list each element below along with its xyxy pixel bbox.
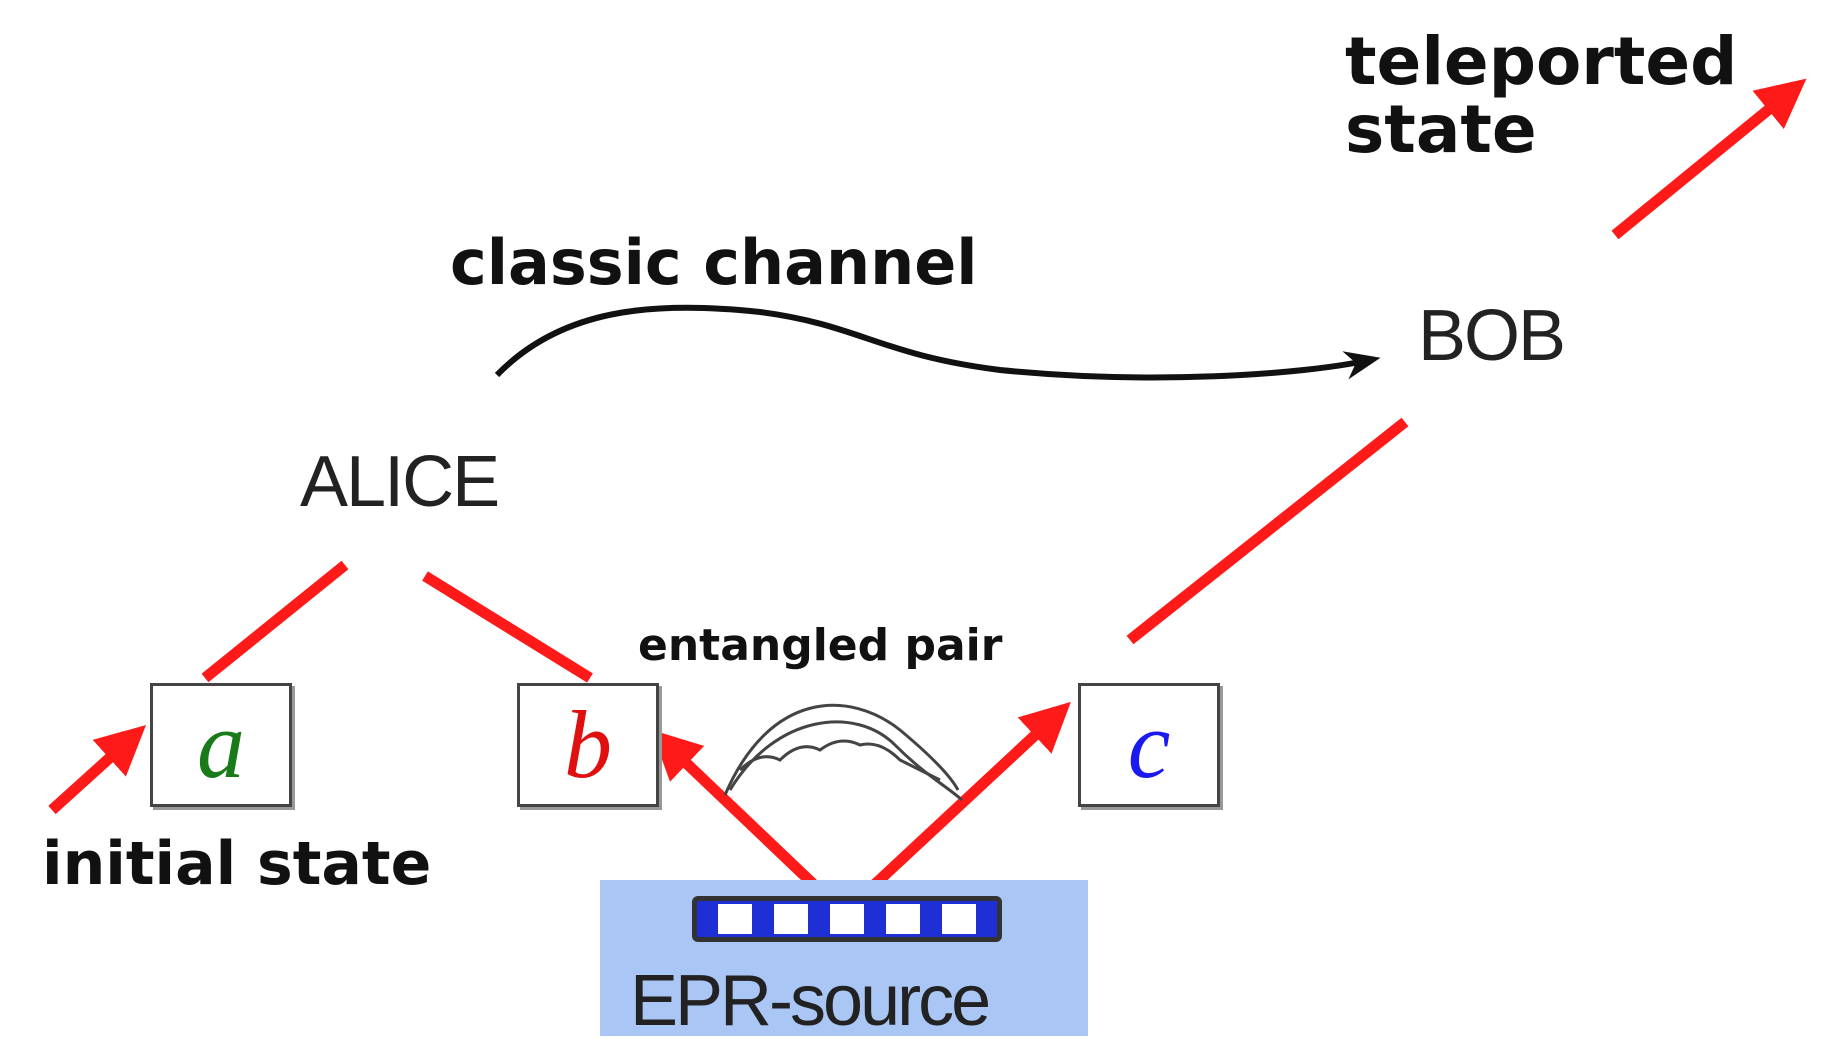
- teleported-state-arrow: [1611, 78, 1807, 240]
- qubit-c-symbol: c: [1127, 691, 1171, 798]
- qubit-b-symbol: b: [564, 691, 612, 798]
- epr-to-b-arrow: [651, 729, 834, 904]
- entanglement-link: [723, 703, 963, 802]
- qubit-a-symbol: a: [197, 691, 245, 798]
- initial-state-arrow: [48, 725, 147, 815]
- qubit-b-box: b: [517, 683, 659, 807]
- classic-channel-arrow: [494, 304, 1381, 381]
- alice-label: ALICE: [300, 442, 500, 522]
- c-to-bob-line: [1126, 417, 1409, 645]
- epr-source-block: EPR-source: [600, 880, 1088, 1041]
- bob-label: BOB: [1418, 296, 1566, 376]
- entangled-pair-label: entangled pair: [638, 620, 1003, 671]
- epr-source-label: EPR-source: [630, 961, 991, 1041]
- epr-to-c-arrow: [854, 701, 1071, 905]
- epr-source-chip: [692, 896, 1002, 942]
- alice-to-b-line: [422, 571, 593, 683]
- qubit-a-box: a: [150, 683, 292, 807]
- teleported-state-label: teleported state: [1345, 23, 1738, 168]
- classic-channel-label: classic channel: [450, 226, 978, 299]
- initial-state-label: initial state: [42, 829, 432, 899]
- qubit-c-box: c: [1078, 683, 1220, 807]
- a-to-alice-line: [201, 560, 349, 683]
